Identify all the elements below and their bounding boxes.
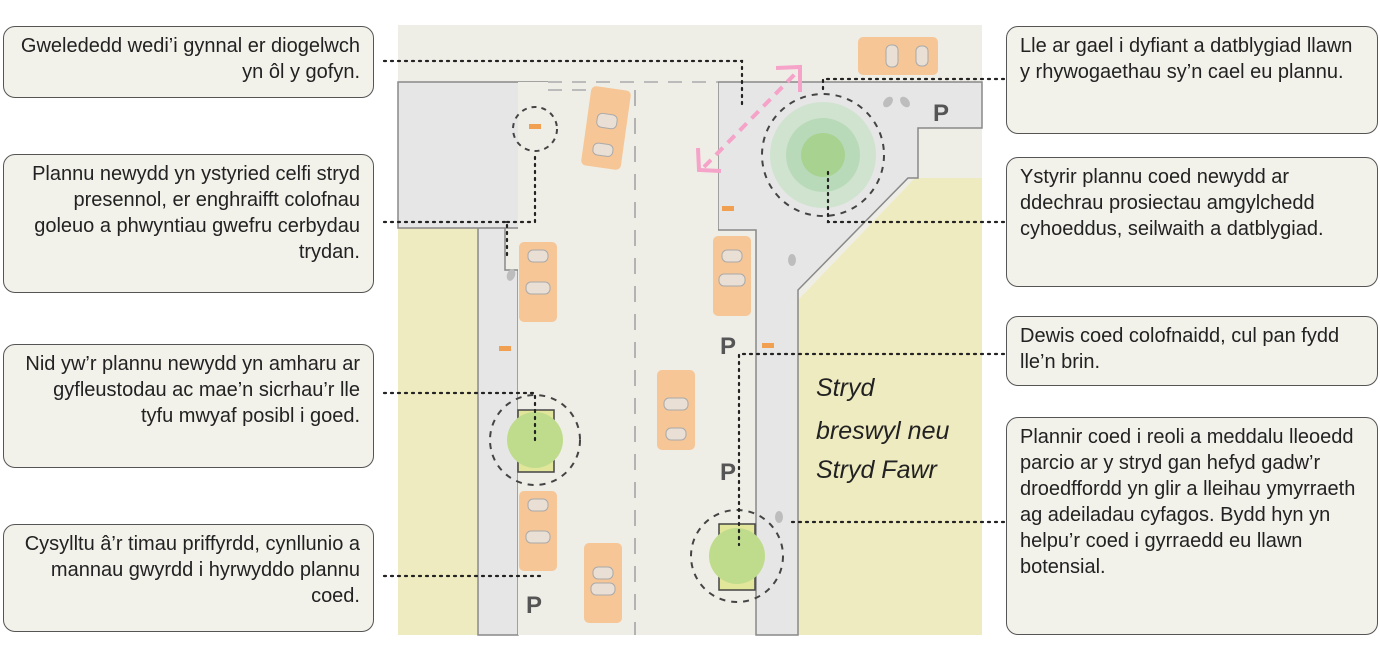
car xyxy=(584,543,622,623)
bollard xyxy=(883,96,893,108)
car xyxy=(713,236,751,316)
callout-consider-early: Ystyrir plannu coed newydd ar ddechrau p… xyxy=(1006,157,1378,287)
parking-symbol: P xyxy=(720,459,736,486)
street-label-line-1: Stryd xyxy=(816,374,875,402)
sightline-arrowhead xyxy=(775,64,802,92)
bollard xyxy=(788,254,796,266)
leader-line xyxy=(821,77,1006,96)
streetlight-marker xyxy=(529,124,541,129)
leader-lines xyxy=(382,59,1006,578)
street-label-line-2: breswyl neu xyxy=(816,417,949,445)
car xyxy=(858,37,938,75)
car xyxy=(581,86,631,170)
car xyxy=(519,242,557,322)
bollard xyxy=(506,269,516,281)
leader-line xyxy=(382,59,744,107)
streetlight-marker xyxy=(762,343,774,348)
car xyxy=(519,491,557,571)
green-space-left xyxy=(398,228,477,635)
car xyxy=(657,370,695,450)
streetlight-marker xyxy=(722,206,734,211)
tree-zone-ring xyxy=(690,509,784,603)
sightline-arrow xyxy=(702,71,798,169)
leader-line xyxy=(382,220,509,259)
leader-line xyxy=(505,150,537,224)
tree-zone-ring xyxy=(489,394,581,486)
callout-space-growth: Lle ar gael i dyfiant a datblygiad llawn… xyxy=(1006,26,1378,134)
sightline-arrowhead xyxy=(696,147,722,173)
callout-columnar-trees: Dewis coed colofnaidd, cul pan fydd lle’… xyxy=(1006,316,1378,386)
parking-symbol: P xyxy=(933,100,949,127)
callout-street-furniture: Plannu newydd yn ystyried celfi stryd pr… xyxy=(3,154,374,293)
footway-right xyxy=(717,81,983,636)
callout-visibility: Gwelededd wedi’i gynnal er diogelwch yn … xyxy=(3,26,374,98)
existing-tree-canopy-inner xyxy=(801,133,845,177)
leader-line xyxy=(826,168,1006,224)
callout-liaise-teams: Cysylltu â’r timau priffyrdd, cynllunio … xyxy=(3,524,374,632)
bollard xyxy=(900,96,910,108)
new-tree xyxy=(709,528,765,584)
streetlight-zone-ring xyxy=(512,106,558,152)
parking-symbol: P xyxy=(720,333,736,360)
streetlight-marker xyxy=(499,346,511,351)
leader-line xyxy=(737,352,1006,547)
callout-no-impact-utilities: Nid yw’r plannu newydd yn amharu ar gyfl… xyxy=(3,344,374,468)
green-space-right xyxy=(798,178,982,635)
tree-zone-ring xyxy=(761,93,885,217)
parking-symbol: P xyxy=(526,592,542,619)
leader-line xyxy=(382,391,537,442)
bollard xyxy=(775,511,783,523)
callout-parking-trees: Plannir coed i reoli a meddalu lleoedd p… xyxy=(1006,417,1378,635)
street-label-line-3: Stryd Fawr xyxy=(816,456,939,484)
